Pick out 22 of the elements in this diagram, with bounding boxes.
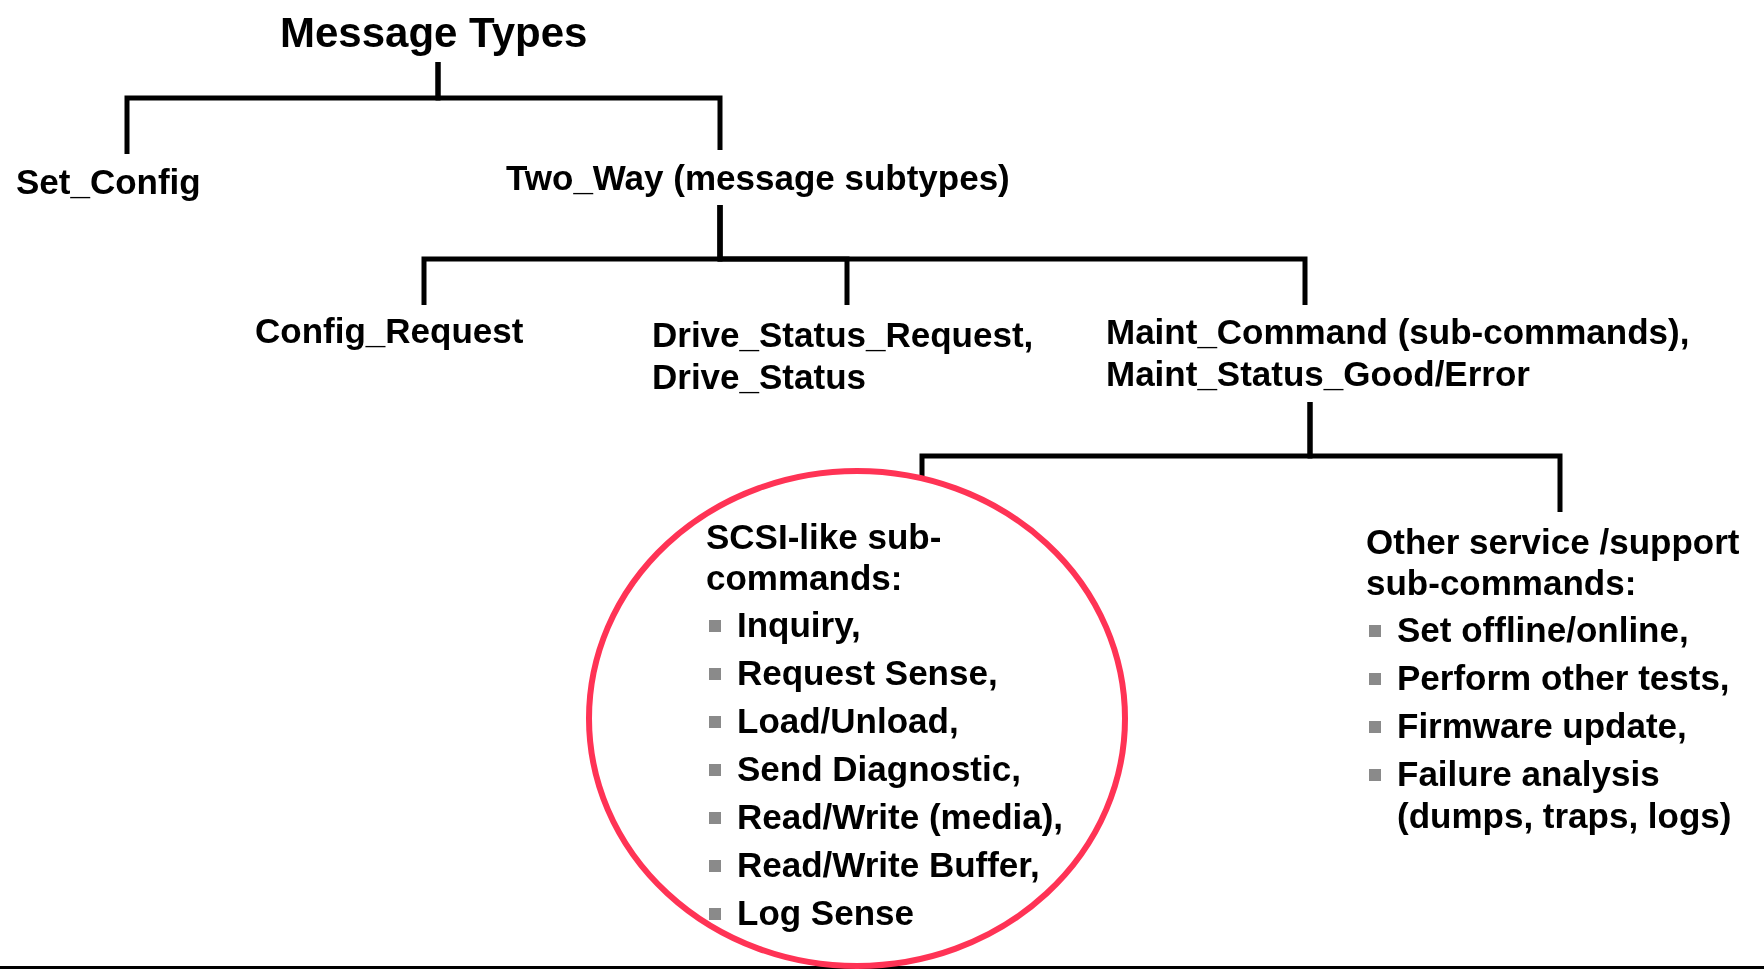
bullet-item: Load/Unload, — [706, 700, 1126, 742]
tree-label: Maint_Command (sub-commands), Maint_Status_Good/Error — [1106, 311, 1746, 395]
bullet-item: Request Sense, — [706, 652, 1126, 694]
tree-connector — [435, 62, 723, 150]
bullet-item: Inquiry, — [706, 604, 1126, 646]
tree-connector — [717, 205, 1308, 305]
bullet-item: Read/Write (media), — [706, 796, 1126, 838]
tree-label: Config_Request — [255, 310, 555, 352]
tree-label: Set_Config — [16, 161, 236, 203]
tree-label: Two_Way (message subtypes) — [506, 157, 1046, 199]
list-heading: SCSI-like sub-commands: — [706, 516, 943, 598]
bullet-item: Log Sense — [706, 892, 1126, 934]
bullet-item: Read/Write Buffer, — [706, 844, 1126, 886]
tree-title: Message Types — [280, 8, 610, 58]
bullet-item: Set offline/online, — [1366, 609, 1762, 651]
bullet-item: Send Diagnostic, — [706, 748, 1126, 790]
bullet-item: Failure analysis (dumps, traps, logs) — [1366, 753, 1762, 837]
list-heading: Other service /support sub-commands: — [1366, 521, 1741, 603]
tree-label: Drive_Status_Request, Drive_Status — [652, 314, 1072, 398]
bullet-item: Firmware update, — [1366, 705, 1762, 747]
tree-connector — [1307, 402, 1563, 512]
bullet-item: Perform other tests, — [1366, 657, 1762, 699]
